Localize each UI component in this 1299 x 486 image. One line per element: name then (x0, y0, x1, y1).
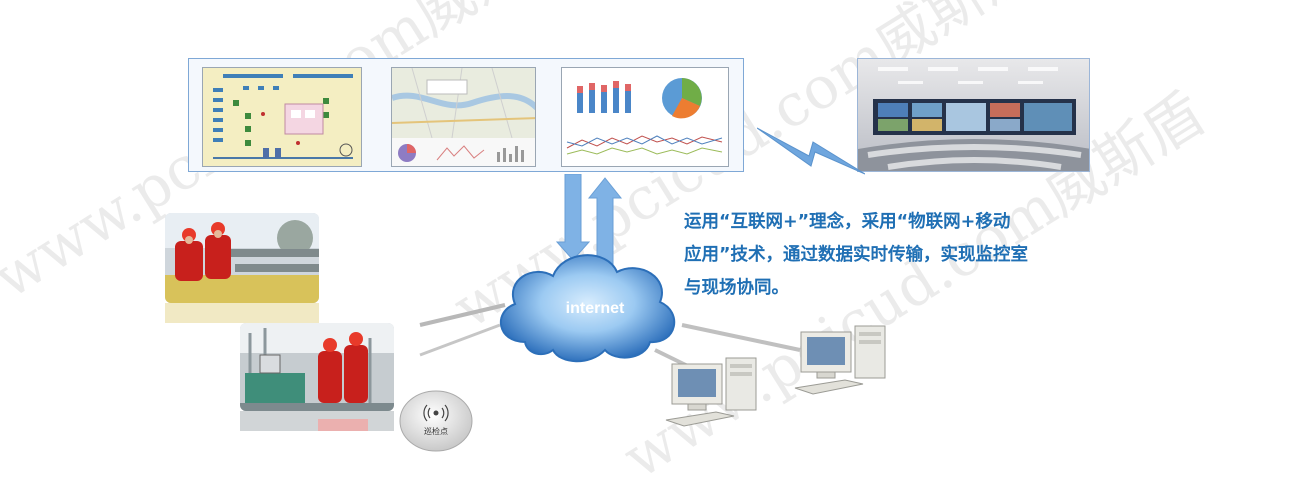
description-text: 运用“互联网+”理念，采用“物联网+移动 应用”技术，通过数据实时传输，实现监控… (684, 206, 1114, 305)
description-line-3: 与现场协同。 (684, 278, 789, 298)
field-workers-photo-1 (165, 213, 319, 303)
field-photo-2-reflection (240, 411, 394, 431)
control-room-photo (857, 58, 1090, 172)
field-workers-photo-2 (240, 323, 394, 411)
dashboard-panel (188, 58, 744, 172)
workstation-computer-icon-2 (794, 325, 886, 395)
plant-schematic-thumbnail (202, 67, 362, 167)
field-photo-1-reflection (165, 303, 319, 323)
statistics-charts-thumbnail (561, 67, 729, 167)
description-line-1: 运用“互联网+”理念，采用“物联网+移动 (684, 212, 1011, 232)
inspection-tag-icon: 巡检点 (399, 390, 473, 452)
description-line-2: 应用”技术，通过数据实时传输，实现监控室 (684, 245, 1029, 265)
map-monitor-thumbnail (391, 67, 536, 167)
cloud-label: internet (565, 300, 625, 317)
bidirectional-arrows-icon (555, 174, 623, 266)
wireless-bolt-icon (757, 127, 865, 175)
inspection-tag-label: 巡检点 (424, 426, 448, 436)
internet-cloud-icon (499, 254, 676, 363)
workstation-computer-icon-1 (665, 357, 757, 427)
